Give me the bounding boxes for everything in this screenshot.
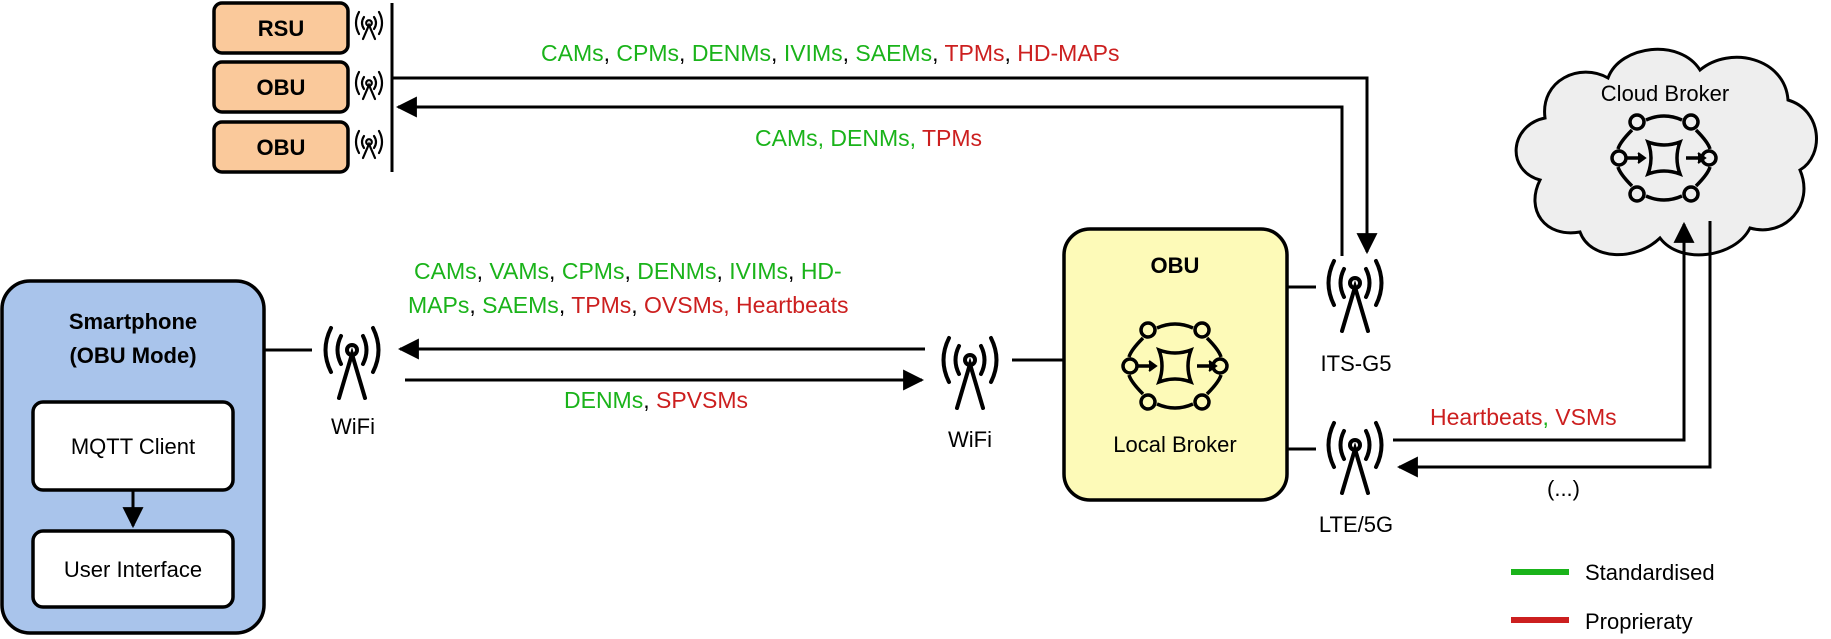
message-segment: , bbox=[549, 258, 562, 284]
obu-panel: OBU Local Broker bbox=[1062, 227, 1289, 502]
message-segment: OVSMs, Heartbeats bbox=[644, 292, 849, 318]
message-segment: DENMs bbox=[564, 387, 643, 413]
obu-top-label: OBU bbox=[257, 75, 306, 100]
legend-proprietary-label: Proprieraty bbox=[1585, 609, 1693, 634]
legend: Standardised Proprieraty bbox=[1511, 560, 1715, 634]
flow-lte-to-cloud bbox=[1393, 221, 1695, 442]
wifi-right-antenna-icon bbox=[941, 336, 999, 410]
message-segment: IVIMs bbox=[729, 258, 788, 284]
message-segment: , bbox=[477, 258, 490, 284]
message-segment: , bbox=[631, 292, 644, 318]
message-segment: SAEMs bbox=[855, 40, 932, 66]
rsu-box[interactable] bbox=[212, 1, 350, 55]
smartphone-panel: Smartphone (OBU Mode) MQTT Client User I… bbox=[0, 279, 266, 635]
message-segment: CAMs bbox=[541, 40, 604, 66]
flow-cloud-to-lte bbox=[1396, 221, 1712, 478]
message-segment: HD-MAPs bbox=[1017, 40, 1119, 66]
message-segment: , bbox=[643, 387, 656, 413]
obu-bottom-antenna-icon bbox=[354, 129, 384, 160]
rsu-label: RSU bbox=[258, 16, 304, 41]
message-segment: MAPs bbox=[408, 292, 469, 318]
wifi-left-antenna-icon bbox=[323, 326, 381, 400]
message-segment: SPVSMs bbox=[656, 387, 748, 413]
smartphone-title-1: Smartphone bbox=[69, 309, 197, 334]
mqtt-client-label: MQTT Client bbox=[71, 434, 195, 459]
msg-cloud-in: Heartbeats, VSMs bbox=[1430, 404, 1617, 430]
message-segment: HD- bbox=[801, 258, 842, 284]
legend-standard-label: Standardised bbox=[1585, 560, 1715, 585]
message-segment: VSMs bbox=[1555, 404, 1616, 430]
message-segment: , bbox=[1005, 40, 1018, 66]
obu-bottom-box[interactable] bbox=[212, 120, 350, 174]
message-segment: , bbox=[771, 40, 784, 66]
msg-top-in: CAMs, DENMs, TPMs bbox=[755, 125, 982, 151]
message-segment: Heartbeats bbox=[1430, 404, 1543, 430]
cloud-panel: Cloud Broker bbox=[1514, 47, 1818, 257]
message-segment: , bbox=[624, 258, 637, 284]
smartphone-title-2: (OBU Mode) bbox=[69, 343, 196, 368]
message-segment: CAMs, DENMs, bbox=[755, 125, 922, 151]
msg-top-out: CAMs, CPMs, DENMs, IVIMs, SAEMs, TPMs, H… bbox=[541, 40, 1120, 66]
cloud-shape[interactable] bbox=[1514, 47, 1818, 257]
message-segment: , bbox=[788, 258, 801, 284]
message-segment: TPMs bbox=[944, 40, 1004, 66]
flow-to-itsg5 bbox=[392, 76, 1378, 255]
msg-wifi-in-2: MAPs, SAEMs, TPMs, OVSMs, Heartbeats bbox=[408, 292, 849, 318]
obu-title: OBU bbox=[1151, 253, 1200, 278]
itsg5-antenna-icon bbox=[1326, 259, 1384, 333]
message-segment: , bbox=[559, 292, 571, 318]
user-interface-label: User Interface bbox=[64, 557, 202, 582]
msg-wifi-in-1: CAMs, VAMs, CPMs, DENMs, IVIMs, HD- bbox=[414, 258, 842, 284]
wifi-left-label: WiFi bbox=[331, 414, 375, 439]
message-segment: IVIMs bbox=[784, 40, 843, 66]
obu-box[interactable] bbox=[1062, 227, 1289, 502]
cloud-broker-label: Cloud Broker bbox=[1601, 81, 1729, 106]
obu-top-box[interactable] bbox=[212, 60, 350, 114]
message-segment: SAEMs bbox=[482, 292, 559, 318]
message-segment: , bbox=[716, 258, 729, 284]
message-segment: CPMs bbox=[616, 40, 679, 66]
flow-from-itsg5 bbox=[395, 96, 1344, 256]
message-segment: CAMs bbox=[414, 258, 477, 284]
rsu-antenna-icon bbox=[354, 10, 384, 41]
message-segment: TPMs bbox=[571, 292, 631, 318]
message-segment: , bbox=[469, 292, 482, 318]
msg-wifi-out: DENMs, SPVSMs bbox=[564, 387, 748, 413]
itsg5-label: ITS-G5 bbox=[1321, 351, 1392, 376]
message-segment: DENMs bbox=[692, 40, 771, 66]
user-interface-box[interactable] bbox=[31, 529, 235, 609]
message-segment: , bbox=[843, 40, 856, 66]
lte-label: LTE/5G bbox=[1319, 512, 1393, 537]
wifi-right-label: WiFi bbox=[948, 427, 992, 452]
msg-cloud-out: (...) bbox=[1547, 476, 1580, 501]
lte-antenna-icon bbox=[1326, 421, 1384, 495]
message-segment: CPMs bbox=[562, 258, 625, 284]
roadside-units: RSU OBU OBU bbox=[212, 1, 394, 174]
message-segment: , bbox=[1543, 404, 1556, 430]
message-segment: VAMs bbox=[489, 258, 549, 284]
local-broker-label: Local Broker bbox=[1113, 432, 1237, 457]
obu-bottom-label: OBU bbox=[257, 135, 306, 160]
obu-top-antenna-icon bbox=[354, 70, 384, 101]
message-segment: , bbox=[604, 40, 617, 66]
message-segment: , bbox=[679, 40, 692, 66]
message-segment: TPMs bbox=[922, 125, 982, 151]
message-segment: , bbox=[932, 40, 944, 66]
message-segment: DENMs bbox=[637, 258, 716, 284]
